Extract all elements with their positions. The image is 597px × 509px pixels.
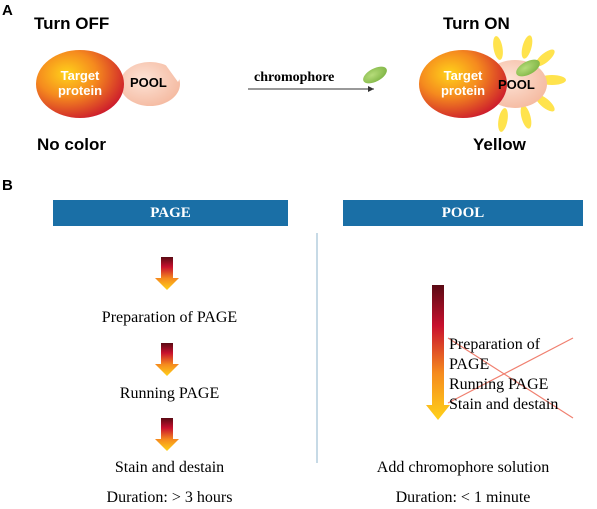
- pool-header-bar: POOL: [343, 200, 583, 226]
- off-pool-notch: [165, 64, 184, 82]
- pool-duration: Duration: < 1 minute: [395, 489, 531, 506]
- off-protein-label: Target protein: [52, 68, 108, 98]
- panel-b-letter: B: [2, 177, 13, 194]
- pool-step: Add chromophore solution: [376, 459, 550, 476]
- chromophore-icon: [363, 66, 387, 84]
- chromophore-label: chromophore: [254, 70, 335, 85]
- pool-long-arrow: [426, 285, 450, 420]
- page-duration: Duration: > 3 hours: [106, 489, 233, 506]
- on-protein-line1: Target: [443, 68, 483, 83]
- off-target-protein: [36, 50, 124, 118]
- off-protein-line2: protein: [57, 83, 103, 98]
- on-complex: [419, 35, 566, 132]
- on-chromophore: [516, 59, 540, 77]
- page-step-3: Stain and destain: [114, 459, 225, 476]
- page-step-arrows: [155, 257, 179, 451]
- crossed-line-1: Preparation of: [449, 336, 541, 353]
- off-complex: [36, 50, 184, 118]
- step-arrow-1: [155, 257, 179, 290]
- on-protein-line2: protein: [440, 83, 486, 98]
- step-arrow-2: [155, 343, 179, 376]
- off-pool-label: POOL: [130, 75, 167, 90]
- cross-out: [447, 337, 574, 419]
- no-color-label: No color: [37, 135, 106, 154]
- page-step-2: Running PAGE: [119, 385, 220, 402]
- off-protein-line1: Target: [60, 68, 100, 83]
- turn-on-title: Turn ON: [443, 14, 510, 33]
- step-arrow-3: [155, 418, 179, 451]
- on-protein-label: Target protein: [435, 68, 491, 98]
- off-pool-tag: [120, 62, 180, 106]
- pool-crossed-steps: Preparation of PAGE Running PAGE Stain a…: [449, 335, 558, 415]
- turn-off-title: Turn OFF: [34, 14, 110, 33]
- yellow-label: Yellow: [473, 135, 526, 154]
- panel-a-letter: A: [2, 2, 13, 19]
- on-pool-label: POOL: [498, 77, 535, 92]
- crossed-line-2: PAGE: [449, 356, 490, 373]
- crossed-line-4: Stain and destain: [449, 396, 559, 413]
- reaction-arrow: [248, 66, 387, 92]
- on-target-protein: [419, 50, 507, 118]
- page-step-1: Preparation of PAGE: [101, 309, 238, 326]
- crossed-line-3: Running PAGE: [449, 376, 549, 393]
- page-header-bar: PAGE: [53, 200, 288, 226]
